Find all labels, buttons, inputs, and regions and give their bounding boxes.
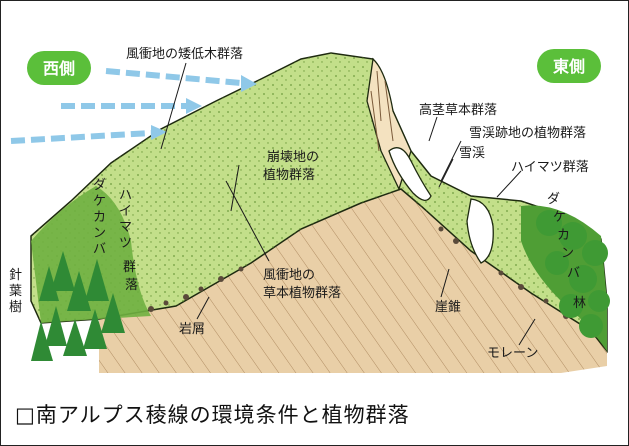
east-label: 東側 xyxy=(553,57,585,76)
svg-text:ダ: ダ xyxy=(93,178,106,193)
label-birch-east: ダ ケ カ ン バ 林 xyxy=(547,192,586,311)
svg-text:ダ: ダ xyxy=(547,192,560,207)
label-snowbed: 雪渓跡地の植物群落 xyxy=(469,125,586,141)
svg-text:カ: カ xyxy=(557,228,570,243)
label-moraine: モレーン xyxy=(487,346,538,361)
svg-text:葉: 葉 xyxy=(9,284,22,299)
label-haimatsu: ハイマツ群落 xyxy=(511,160,589,175)
leader-lines xyxy=(160,62,536,346)
wind-arrowheads xyxy=(151,75,257,140)
svg-text:イ: イ xyxy=(119,204,132,219)
svg-text:マ: マ xyxy=(119,220,132,235)
label-wind-herb-2: 草本植物群落 xyxy=(263,286,341,301)
wind-arrows xyxy=(10,68,242,144)
label-conifer: 針 葉 樹 xyxy=(9,268,22,315)
label-haimatsu-west: ハ イ マ ツ 群 落 xyxy=(119,188,138,293)
svg-text:ン: ン xyxy=(561,246,574,261)
svg-text:カ: カ xyxy=(93,210,106,225)
snow-patch-lower xyxy=(466,198,494,264)
label-talus-rock: 岩屑 xyxy=(179,322,205,337)
west-label: 西側 xyxy=(43,59,75,78)
label-collapse-2: 植物群落 xyxy=(263,168,315,183)
label-birch-west: ダ ケ カ ン バ xyxy=(93,178,106,257)
birch-forest xyxy=(536,210,610,338)
svg-text:落: 落 xyxy=(125,278,138,293)
label-tall-herb: 高茎草本群落 xyxy=(419,102,497,118)
label-cliff-talus: 崖錐 xyxy=(435,300,461,315)
svg-text:針: 針 xyxy=(9,268,22,283)
label-collapse-1: 崩壊地の xyxy=(267,150,319,165)
svg-text:ハ: ハ xyxy=(119,188,132,203)
figure-caption: □南アルプス稜線の環境条件と植物群落 xyxy=(15,403,410,427)
label-snow-valley: 雪渓 xyxy=(459,146,485,161)
svg-text:林: 林 xyxy=(573,296,586,311)
svg-text:ツ: ツ xyxy=(119,236,132,251)
svg-text:樹: 樹 xyxy=(9,300,22,315)
snow-patch-upper xyxy=(388,147,432,201)
conifer-trees xyxy=(31,251,125,361)
svg-text:バ: バ xyxy=(567,266,580,281)
label-wind-dwarf-trees: 風衝地の矮低木群落 xyxy=(126,47,243,62)
svg-text:ケ: ケ xyxy=(553,210,566,225)
svg-text:バ: バ xyxy=(93,242,106,257)
svg-text:ケ: ケ xyxy=(93,194,106,209)
west-badge: 西側 xyxy=(27,51,91,85)
svg-text:群: 群 xyxy=(123,260,136,275)
label-wind-herb-1: 風衝地の xyxy=(263,268,315,283)
east-badge: 東側 xyxy=(537,49,601,83)
svg-text:ン: ン xyxy=(93,226,106,241)
